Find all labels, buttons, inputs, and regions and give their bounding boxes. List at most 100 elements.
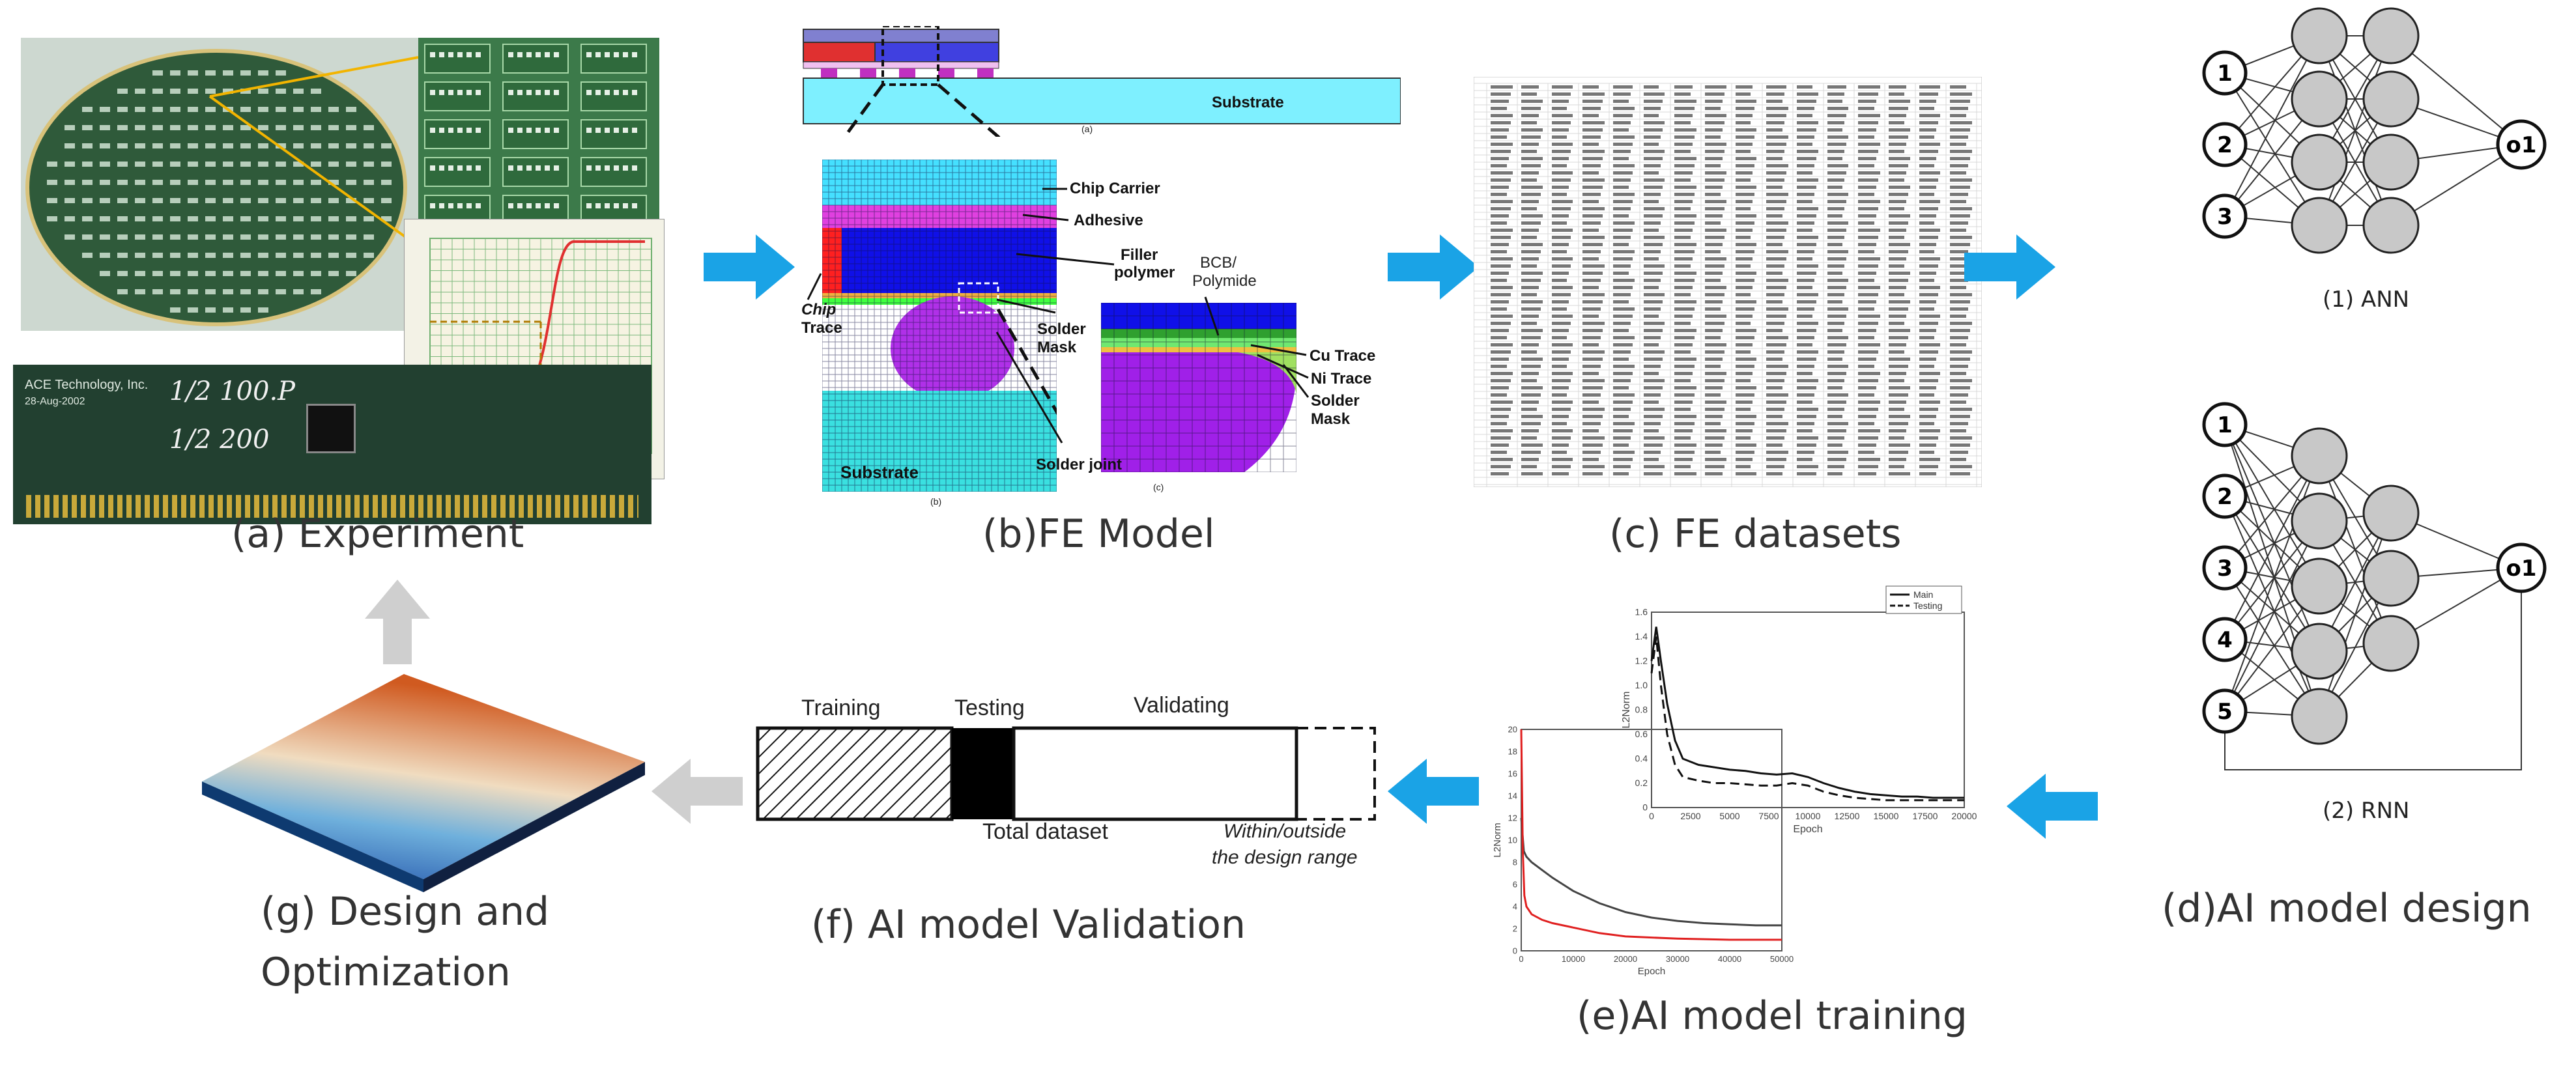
label-solder-mask-b1: Solder (1311, 392, 1360, 410)
x-tick-label: 0 (1649, 811, 1654, 821)
caption-experiment: (a) Experiment (231, 511, 524, 557)
label-sub-c: (c) (1153, 482, 1164, 492)
x-tick-label: 15000 (1874, 811, 1899, 821)
memory-module-photo: ACE Technology, Inc. 28-Aug-2002 1/2 100… (13, 365, 651, 524)
arrow-a-to-b (704, 234, 795, 300)
label-testing: Testing (954, 696, 1025, 720)
y-tick-label: 0.4 (1635, 753, 1648, 764)
y-tick-label: 2 (1513, 923, 1517, 933)
hidden-node (2362, 615, 2420, 672)
fe-mesh-model (822, 160, 1057, 492)
y-tick-label: 14 (1508, 791, 1517, 800)
input-node (2202, 122, 2248, 167)
ann-label: (1) ANN (2323, 287, 2410, 313)
label-cu-trace: Cu Trace (1309, 347, 1376, 365)
wafer-photo (21, 38, 418, 331)
label-solder-mask-1: Solder (1037, 320, 1086, 338)
y-tick-label: 10 (1508, 835, 1517, 845)
die-closeup-photo (418, 38, 659, 233)
input-node-label: 2 (2217, 132, 2233, 158)
hidden-node (2291, 134, 2348, 191)
label-ni-trace: Ni Trace (1311, 370, 1372, 387)
arrow-e-to-f (1388, 759, 1479, 824)
label-within-outside: Within/outside (1224, 821, 1347, 842)
fe-callout-lines (807, 188, 1309, 443)
arrow-d-to-e (2007, 774, 2098, 839)
fe-model-panel: Substrate (a) Substrate (b) (c) (801, 26, 1401, 521)
x-tick-label: 10000 (1796, 811, 1821, 821)
label-bcb-2: Polymide (1192, 272, 1257, 290)
label-chip-2: Trace (801, 319, 842, 337)
x-tick-label: 30000 (1666, 954, 1689, 964)
x-axis-label: Epoch (1638, 966, 1666, 977)
y-tick-label: 8 (1513, 857, 1517, 867)
legend-box (1885, 585, 1962, 614)
label-solder-mask-2: Mask (1037, 339, 1077, 356)
output-node-label: o1 (2506, 556, 2536, 582)
y-tick-label: 0.8 (1635, 705, 1648, 715)
input-node-label: 1 (2217, 412, 2233, 438)
x-tick-label: 2500 (1680, 811, 1700, 821)
input-node (2202, 473, 2248, 519)
y-tick-label: 1.0 (1635, 680, 1648, 690)
input-node-label: 5 (2217, 699, 2233, 725)
recurrent-link (2224, 587, 2522, 770)
arrow-c-to-d (1964, 234, 2055, 300)
validation-diagram: Training Testing Validating Total datase… (756, 690, 1381, 886)
board-handwriting-1: 1/2 100.P (169, 376, 296, 406)
input-node (2202, 402, 2248, 447)
label-solder-mask-b2: Mask (1311, 410, 1351, 428)
fe-schematic-top (803, 26, 1401, 137)
label-substrate-top: Substrate (1212, 94, 1284, 111)
input-node-label: 3 (2217, 556, 2233, 582)
label-filler-2: polymer (1114, 264, 1175, 281)
input-node (2202, 50, 2248, 96)
input-node-label: 4 (2217, 627, 2233, 653)
label-design-range: the design range (1212, 847, 1358, 868)
y-tick-label: 12 (1508, 813, 1517, 823)
hidden-node (2362, 550, 2420, 607)
caption-design-optimization-1: (g) Design and (261, 889, 550, 935)
y-tick-label: 18 (1508, 746, 1517, 756)
x-tick-label: 10000 (1562, 954, 1585, 964)
x-tick-label: 20000 (1952, 811, 1977, 821)
y-tick-label: 20 (1508, 724, 1517, 734)
y-axis-label: L2Norm (1621, 692, 1632, 729)
legend-label: Testing (1913, 600, 1942, 611)
hidden-node (2291, 623, 2348, 680)
series-line (1520, 817, 1782, 927)
label-total-dataset: Total dataset (982, 819, 1108, 844)
output-node-label: o1 (2506, 132, 2536, 158)
experiment-panel: ACE Technology, Inc. 28-Aug-2002 1/2 100… (13, 26, 665, 524)
optimization-surface-plot (202, 674, 645, 892)
y-tick-label: 6 (1513, 879, 1517, 889)
hidden-node (2362, 7, 2420, 64)
series-line (1650, 627, 1964, 799)
x-tick-label: 17500 (1913, 811, 1938, 821)
x-tick-label: 12500 (1835, 811, 1860, 821)
input-node (2202, 688, 2248, 734)
label-solder-joint: Solder joint (1036, 456, 1122, 473)
label-adhesive: Adhesive (1074, 212, 1143, 229)
input-node (2202, 193, 2248, 239)
x-tick-label: 7500 (1758, 811, 1779, 821)
board-chip (306, 404, 356, 453)
y-tick-label: 0.2 (1635, 778, 1648, 788)
caption-fe-model: (b)FE Model (982, 511, 1215, 557)
rnn-label: (2) RNN (2323, 798, 2410, 824)
hidden-node (2291, 557, 2348, 615)
caption-ai-model-validation: (f) AI model Validation (811, 902, 1246, 948)
label-training: Training (801, 696, 881, 720)
fe-detail-zoom (1101, 303, 1296, 472)
input-node-label: 1 (2217, 61, 2233, 87)
caption-fe-datasets: (c) FE datasets (1609, 511, 1902, 557)
network-connections (2224, 35, 2522, 226)
label-filler-1: Filler (1121, 246, 1158, 264)
y-tick-label: 0 (1513, 946, 1517, 955)
hidden-node (2291, 688, 2348, 745)
x-tick-label: 50000 (1770, 954, 1794, 964)
label-sub-a: (a) (1081, 124, 1093, 134)
